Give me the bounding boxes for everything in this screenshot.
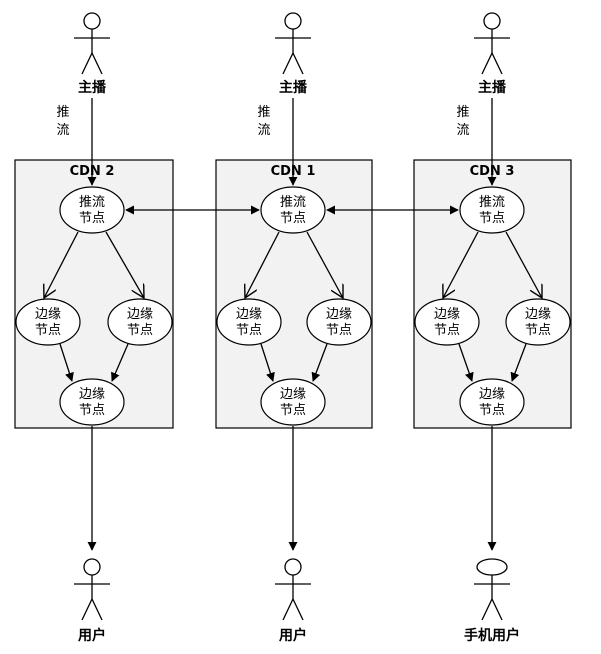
person-leg-left — [481, 52, 493, 75]
flow-arrow — [260, 343, 275, 382]
edge-node — [505, 298, 571, 346]
edge-node-label: 节点 — [525, 323, 551, 338]
person-leg-left — [481, 598, 493, 621]
edge-node — [107, 298, 173, 346]
broadcaster-label: 主播 — [279, 79, 308, 96]
push-node-label: 推流 — [479, 195, 505, 210]
edge-node-label: 节点 — [79, 403, 105, 418]
consumer-label: 用户 — [279, 627, 307, 644]
person-head — [83, 12, 101, 30]
push-label: 流 — [456, 123, 469, 138]
person-leg-right — [292, 52, 304, 75]
flow-arrow — [510, 343, 527, 382]
person-leg-right — [491, 598, 503, 621]
push-node-label: 推流 — [79, 195, 105, 210]
edge-node-label: 节点 — [280, 403, 306, 418]
edge-node-label: 边缘 — [479, 387, 505, 402]
flow-arrow — [245, 231, 280, 298]
flow-arrow — [311, 343, 328, 382]
edge-node-label: 节点 — [35, 323, 61, 338]
person-leg-right — [491, 52, 503, 75]
edge-node-label: 边缘 — [79, 387, 105, 402]
person-leg-right — [91, 52, 103, 75]
edge-node-label: 节点 — [434, 323, 460, 338]
flow-arrow — [443, 231, 479, 298]
push-node-label: 节点 — [479, 211, 505, 226]
edge-node — [15, 298, 81, 346]
person-leg-left — [282, 52, 294, 75]
person-leg-left — [81, 598, 93, 621]
push-label: 推 — [456, 105, 469, 120]
push-node-label: 节点 — [280, 211, 306, 226]
edge-node-label: 边缘 — [434, 307, 460, 322]
consumer-label: 手机用户 — [464, 627, 520, 644]
push-node — [59, 186, 125, 234]
edge-node-label: 边缘 — [127, 307, 153, 322]
broadcaster-figure — [474, 12, 510, 75]
flow-arrow — [505, 231, 542, 298]
edge-node — [260, 378, 326, 426]
push-node — [459, 186, 525, 234]
broadcaster-figure — [74, 12, 110, 75]
person-leg-right — [91, 598, 103, 621]
edge-node — [459, 378, 525, 426]
person-head — [83, 558, 101, 576]
person-head — [284, 12, 302, 30]
consumer-figure — [275, 558, 311, 621]
flow-arrow — [111, 343, 129, 382]
flow-arrow — [105, 231, 144, 298]
person-head — [284, 558, 302, 576]
edge-node-label: 边缘 — [525, 307, 551, 322]
consumer-label: 用户 — [78, 627, 106, 644]
flow-arrow — [306, 231, 343, 298]
person-leg-left — [282, 598, 294, 621]
edge-node-label: 节点 — [326, 323, 352, 338]
person-head — [483, 12, 501, 30]
flow-arrow — [59, 343, 74, 382]
push-label: 推 — [56, 105, 69, 120]
edge-node-label: 边缘 — [35, 307, 61, 322]
push-node — [260, 186, 326, 234]
edge-node-label: 边缘 — [236, 307, 262, 322]
consumer-figure — [74, 558, 110, 621]
person-leg-left — [81, 52, 93, 75]
push-node-label: 推流 — [280, 195, 306, 210]
edge-node — [414, 298, 480, 346]
push-node-label: 节点 — [79, 211, 105, 226]
edge-node — [216, 298, 282, 346]
broadcaster-label: 主播 — [478, 79, 507, 96]
flow-arrow — [458, 343, 474, 382]
consumer-figure — [474, 558, 510, 621]
person-head — [476, 558, 508, 576]
edge-node — [306, 298, 372, 346]
person-leg-right — [292, 598, 304, 621]
edge-node-label: 节点 — [479, 403, 505, 418]
edge-node-label: 边缘 — [280, 387, 306, 402]
edge-node — [59, 378, 125, 426]
edge-node-label: 节点 — [236, 323, 262, 338]
push-label: 流 — [257, 123, 270, 138]
edge-node-label: 节点 — [127, 323, 153, 338]
broadcaster-label: 主播 — [78, 79, 107, 96]
flow-arrow — [44, 231, 79, 298]
push-label: 流 — [56, 123, 69, 138]
broadcaster-figure — [275, 12, 311, 75]
push-label: 推 — [257, 105, 270, 120]
edge-node-label: 边缘 — [326, 307, 352, 322]
